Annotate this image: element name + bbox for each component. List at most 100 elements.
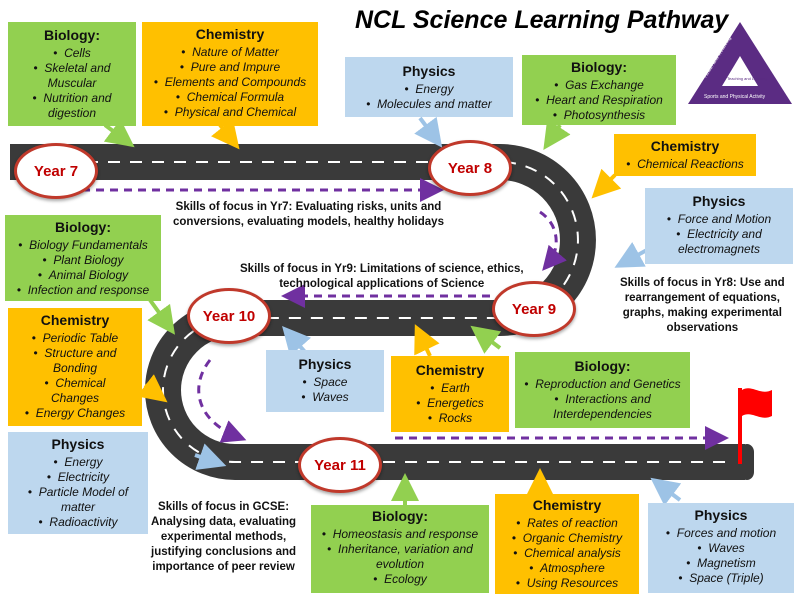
connector-arrow: [136, 374, 168, 403]
topic-item: Photosynthesis: [522, 108, 676, 123]
topic-item: Skeletal and Muscular: [8, 61, 136, 91]
box-heading: Biology:: [55, 219, 111, 235]
skills-line: graphs, making experimental: [622, 307, 782, 319]
topic-item: Earth: [391, 381, 509, 396]
connector-arrow: [414, 116, 443, 148]
connector-arrow: [282, 326, 312, 357]
topic-list: Periodic Table Structure and Bonding Che…: [8, 331, 142, 421]
topic-list: Nature of Matter Pure and Impure Element…: [142, 45, 318, 120]
topic-item: Energetics: [391, 396, 509, 411]
topic-item: Rocks: [391, 411, 509, 426]
topic-list: Biology Fundamentals Plant Biology Anima…: [5, 238, 161, 298]
topic-item: Elements and Compounds: [142, 75, 318, 90]
topic-item: Space (Triple): [648, 571, 794, 586]
box-heading: Chemistry: [532, 497, 602, 513]
logo-triangle-inner: [722, 56, 758, 86]
chemistry-box-y10: Chemistry Earth Energetics Rocks: [391, 356, 509, 432]
topic-item: Gas Exchange: [522, 78, 676, 93]
topic-list: Gas Exchange Heart and Respiration Photo…: [522, 78, 676, 123]
year-10-node: Year 10: [187, 288, 271, 344]
topic-item: Ecology: [311, 572, 489, 587]
box-heading: Biology:: [372, 508, 428, 524]
topic-list: Space Waves: [266, 375, 384, 405]
box-heading: Physics: [51, 436, 105, 452]
topic-item: Pure and Impure: [142, 60, 318, 75]
topic-list: Chemical Reactions: [614, 157, 756, 172]
topic-item: Physical and Chemical: [142, 105, 318, 120]
skills-line: Skills of focus in Yr7: Evaluating risks…: [175, 201, 442, 213]
skills-yr7: Skills of focus in Yr7: Evaluating risks…: [173, 200, 444, 230]
box-heading: Chemistry: [415, 362, 485, 378]
skills-line: observations: [666, 322, 739, 334]
topic-item: Inheritance, variation and evolution: [311, 542, 489, 572]
box-heading: Biology:: [44, 27, 100, 43]
flag-icon: [742, 388, 772, 418]
topic-item: Chemical analysis: [495, 546, 639, 561]
physics-box-y10-2: Physics Energy Electricity Particle Mode…: [8, 432, 148, 534]
skills-line: importance of peer review: [152, 561, 295, 573]
physics-box-y7: Physics Energy Molecules and matter: [345, 57, 513, 117]
topic-item: Chemical Changes: [8, 376, 142, 406]
box-heading: Chemistry: [195, 26, 265, 42]
topic-item: Infection and response: [5, 283, 161, 298]
biology-box-y9: Biology: Biology Fundamentals Plant Biol…: [5, 215, 161, 301]
topic-item: Plant Biology: [5, 253, 161, 268]
topic-item: Heart and Respiration: [522, 93, 676, 108]
box-heading: Chemistry: [650, 138, 720, 154]
connector-arrow: [591, 168, 622, 199]
topic-item: Homeostasis and response: [311, 527, 489, 542]
skills-gcse: Skills of focus in GCSE: Analysing data,…: [151, 500, 296, 575]
biology-box-y7: Biology: Cells Skeletal and Muscular Nut…: [8, 22, 136, 126]
year-11-node: Year 11: [298, 437, 382, 493]
topic-item: Reproduction and Genetics: [515, 377, 690, 392]
topic-item: Atmosphere: [495, 561, 639, 576]
topic-item: Forces and motion: [648, 526, 794, 541]
topic-item: Particle Model of matter: [8, 485, 148, 515]
topic-list: Rates of reaction Organic Chemistry Chem…: [495, 516, 639, 591]
progress-arrow-yr8: [539, 210, 567, 271]
topic-item: Chemical Formula: [142, 90, 318, 105]
topic-item: Molecules and matter: [345, 97, 513, 112]
connector-arrow: [211, 118, 240, 150]
topic-list: Homeostasis and response Inheritance, va…: [311, 527, 489, 587]
topic-item: Waves: [648, 541, 794, 556]
skills-line: Skills of focus in Yr8: Use and: [620, 277, 785, 289]
connector-arrow: [414, 324, 440, 357]
box-heading: Physics: [692, 193, 746, 209]
box-heading: Physics: [298, 356, 352, 372]
biology-box-y11: Biology: Homeostasis and response Inheri…: [311, 505, 489, 593]
topic-item: Magnetism: [648, 556, 794, 571]
skills-line: technological applications of Science: [279, 278, 485, 290]
topic-item: Space: [266, 375, 384, 390]
topic-list: Forces and motion Waves Magnetism Space …: [648, 526, 794, 586]
topic-item: Radioactivity: [8, 515, 148, 530]
topic-item: Waves: [266, 390, 384, 405]
connector-arrow: [543, 118, 571, 150]
topic-item: Energy Changes: [8, 406, 142, 421]
topic-list: Earth Energetics Rocks: [391, 381, 509, 426]
topic-item: Electricity: [8, 470, 148, 485]
skills-line: Analysing data, evaluating: [151, 516, 297, 528]
topic-list: Reproduction and Genetics Interactions a…: [515, 377, 690, 422]
topic-list: Energy Molecules and matter: [345, 82, 513, 112]
topic-item: Electricity and electromagnets: [645, 227, 793, 257]
topic-item: Chemical Reactions: [614, 157, 756, 172]
topic-item: Cells: [8, 46, 136, 61]
biology-box-y10: Biology: Reproduction and Genetics Inter…: [515, 352, 690, 428]
topic-item: Nutrition and digestion: [8, 91, 136, 121]
biology-box-y8: Biology: Gas Exchange Heart and Respirat…: [522, 55, 676, 125]
connector-arrow: [650, 477, 682, 506]
chemistry-box-y7: Chemistry Nature of Matter Pure and Impu…: [142, 22, 318, 126]
topic-item: Interactions and Interdependencies: [515, 392, 690, 422]
topic-item: Organic Chemistry: [495, 531, 639, 546]
connector-arrow: [194, 443, 227, 470]
physics-box-y10: Physics Space Waves: [266, 350, 384, 412]
topic-list: Energy Electricity Particle Model of mat…: [8, 455, 148, 530]
box-heading: Chemistry: [40, 312, 110, 328]
box-heading: Physics: [694, 507, 748, 523]
skills-line: rearrangement of equations,: [624, 292, 780, 304]
skills-line: Skills of focus in GCSE:: [158, 501, 290, 513]
topic-item: Energy: [8, 455, 148, 470]
skills-yr8: Skills of focus in Yr8: Use and rearrang…: [620, 276, 785, 336]
connector-arrow: [470, 325, 502, 354]
